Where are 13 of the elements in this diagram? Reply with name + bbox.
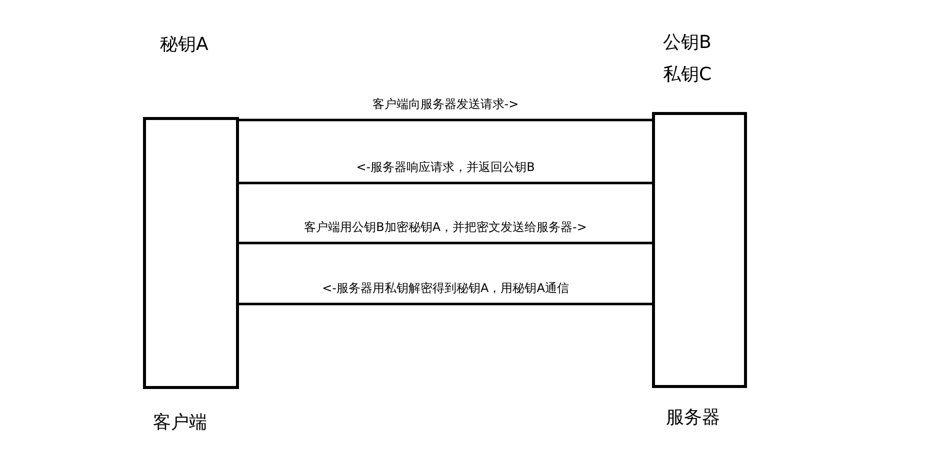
edge-label: <-服务器用私钥解密得到秘钥A，用秘钥A通信 bbox=[322, 280, 569, 297]
edge-label: 客户端用公钥B加密秘钥A，并把密文发送给服务器-> bbox=[304, 219, 587, 236]
edge-label: 客户端向服务器发送请求-> bbox=[372, 96, 519, 113]
connector-line bbox=[239, 302, 652, 306]
node-title: 客户端 bbox=[153, 411, 207, 434]
key-label: 秘钥A bbox=[160, 33, 208, 56]
edge-label: <-服务器响应请求，并返回公钥B bbox=[356, 159, 535, 176]
connector-line bbox=[239, 118, 652, 122]
key-label: 公钥B bbox=[663, 31, 712, 54]
connector-line bbox=[239, 182, 652, 184]
key-label: 私钥C bbox=[663, 63, 712, 86]
connector-line bbox=[239, 242, 652, 244]
node-title: 服务器 bbox=[666, 406, 720, 429]
